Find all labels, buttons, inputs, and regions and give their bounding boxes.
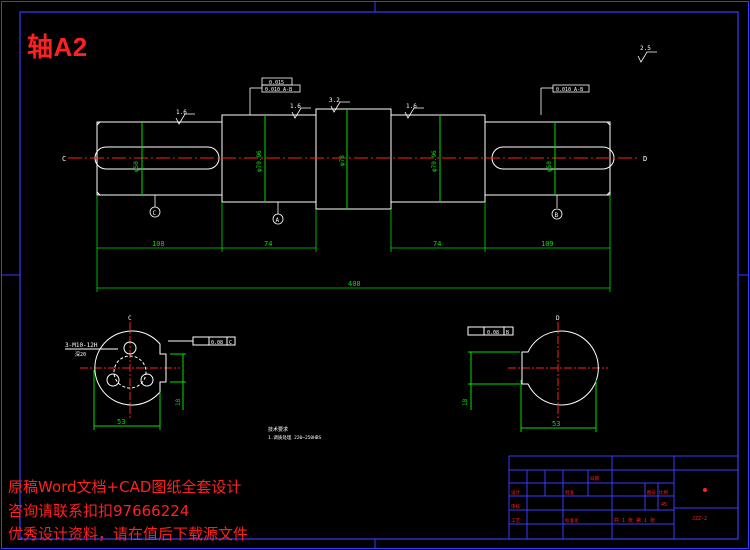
dia-end-right: φ50 — [546, 161, 553, 172]
section-c-label: C — [128, 315, 132, 322]
notes-heading: 技术要求 — [268, 426, 288, 433]
tb-cell-standard: 标准化 — [565, 517, 579, 524]
tol-left-top: 0.015 — [269, 80, 284, 86]
sec-c-width: 53 — [117, 418, 125, 426]
sec-d-keyway: 18 — [462, 398, 469, 406]
promo-line-2: 咨询请联系扣扣97666224 — [8, 502, 190, 520]
section-c-view — [65, 322, 236, 430]
roughness-seg1: 1.6 — [176, 109, 187, 116]
marker-b: B — [555, 212, 559, 219]
marker-c-circle — [149, 206, 161, 218]
notes-line1: 1.调质处理 220~250HBS — [268, 434, 322, 441]
dia-bearing-right: φ70.96 — [431, 150, 438, 172]
tol-c-value: 0.08 — [211, 340, 223, 346]
marker-b-circle — [551, 208, 563, 220]
tb-drawing-no: JZZ-2 — [692, 516, 707, 522]
tb-cell-drawno: 图号 — [647, 490, 656, 496]
sec-c-keyway: 18 — [175, 398, 182, 406]
dia-bearing-left: φ70.96 — [256, 150, 263, 172]
sec-d-width: 53 — [552, 420, 560, 428]
roughness-seg2: 1.6 — [290, 103, 301, 110]
tolerance-callouts — [249, 77, 590, 115]
dia-end-left: φ50 — [133, 161, 140, 172]
tol-left-bottom: 0.010 A-B — [265, 87, 292, 93]
tol-d-datum: B — [506, 330, 509, 336]
thread-note: 3-M10-12H — [65, 342, 98, 349]
diameter-dims — [141, 109, 556, 209]
section-d-label: D — [556, 315, 560, 322]
total-length: 408 — [348, 280, 361, 288]
tol-d-value: 0.08 — [487, 330, 499, 336]
title-block — [508, 455, 739, 540]
tb-cell-process: 工艺 — [511, 518, 520, 524]
keyway-left — [94, 146, 220, 170]
seg-right-length: 109 — [541, 240, 554, 248]
marker-c: C — [153, 210, 157, 217]
roughness-top-right: 2.5 — [640, 45, 651, 52]
svg-text:D: D — [643, 155, 647, 163]
promo-line-1: 原稿Word文档+CAD图纸全套设计 — [8, 478, 242, 496]
dia-center: φ78 — [339, 155, 346, 166]
promo-line-3: 优秀设计资料，请在值后下载源文件 — [8, 525, 249, 543]
seg-left-length: 108 — [152, 240, 165, 248]
seg-mid-left-length: 74 — [264, 240, 272, 248]
keyway-right — [491, 146, 615, 170]
tol-right: 0.010 A-B — [556, 87, 583, 93]
tb-sheet: 共 1 张 第 1 张 — [614, 517, 655, 524]
tb-cell-date: 日期 — [590, 476, 599, 482]
tb-mark — [703, 488, 707, 492]
roughness-seg4: 1.6 — [406, 103, 417, 110]
tb-cell-scale: 比例 — [659, 489, 668, 496]
tb-cell-review: 审核 — [511, 503, 520, 510]
marker-a: A — [276, 217, 280, 224]
svg-text:C: C — [62, 155, 66, 163]
marker-a-circle — [272, 213, 284, 225]
section-d-view — [467, 322, 608, 432]
thread-note-sub: 深20 — [75, 351, 86, 358]
roughness-symbols — [175, 51, 657, 125]
tb-material: 45 — [661, 502, 667, 508]
seg-mid-right-length: 74 — [433, 240, 441, 248]
tol-c-datum: C — [229, 340, 232, 346]
length-dims — [96, 195, 611, 292]
shaft-main-view — [94, 108, 615, 210]
tb-cell-design: 设计 — [511, 489, 520, 496]
tb-cell-approve: 批准 — [565, 489, 574, 496]
drawing-title: 轴A2 — [27, 32, 88, 62]
inner-frame — [19, 11, 739, 540]
roughness-seg3: 3.2 — [329, 97, 340, 104]
